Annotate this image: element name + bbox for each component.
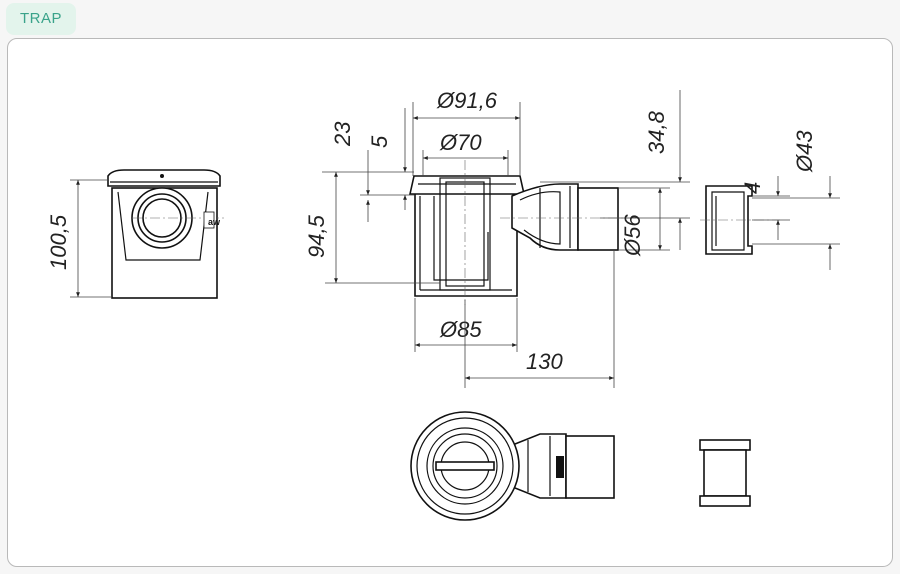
svg-text:34,8: 34,8 bbox=[644, 110, 669, 154]
top-view-trap bbox=[410, 411, 615, 521]
coupling-section bbox=[700, 185, 780, 255]
dim-5: 5 bbox=[360, 135, 414, 222]
dim-100-5: 100,5 bbox=[46, 179, 112, 298]
svg-text:23: 23 bbox=[330, 121, 355, 147]
top-view-coupling bbox=[699, 439, 751, 507]
dim-d43: Ø43 bbox=[752, 130, 840, 270]
dim-d85: Ø85 bbox=[414, 298, 518, 352]
svg-text:Ø91,6: Ø91,6 bbox=[436, 88, 498, 113]
svg-text:Ø85: Ø85 bbox=[439, 317, 482, 342]
svg-text:aw: aw bbox=[208, 217, 221, 227]
dim-34-8: 34,8 bbox=[540, 90, 690, 250]
svg-text:Ø70: Ø70 bbox=[439, 130, 482, 155]
trap-tab[interactable]: TRAP bbox=[6, 3, 76, 35]
svg-text:5: 5 bbox=[367, 135, 392, 148]
side-view-trap: aw bbox=[107, 169, 224, 299]
svg-text:94,5: 94,5 bbox=[304, 214, 329, 258]
dim-94-5: 94,5 bbox=[304, 172, 440, 284]
dim-130: 130 bbox=[464, 250, 615, 388]
dim-4: 4 bbox=[740, 176, 790, 240]
dim-d70: Ø70 bbox=[422, 130, 509, 176]
svg-text:4: 4 bbox=[740, 182, 765, 194]
svg-text:130: 130 bbox=[526, 349, 563, 374]
svg-text:Ø56: Ø56 bbox=[620, 214, 645, 257]
dim-d91-6: Ø91,6 bbox=[412, 88, 521, 176]
dim-d56: Ø56 bbox=[618, 187, 670, 257]
section-view-trap bbox=[409, 160, 640, 305]
svg-text:100,5: 100,5 bbox=[46, 214, 71, 270]
svg-text:Ø43: Ø43 bbox=[792, 130, 817, 173]
